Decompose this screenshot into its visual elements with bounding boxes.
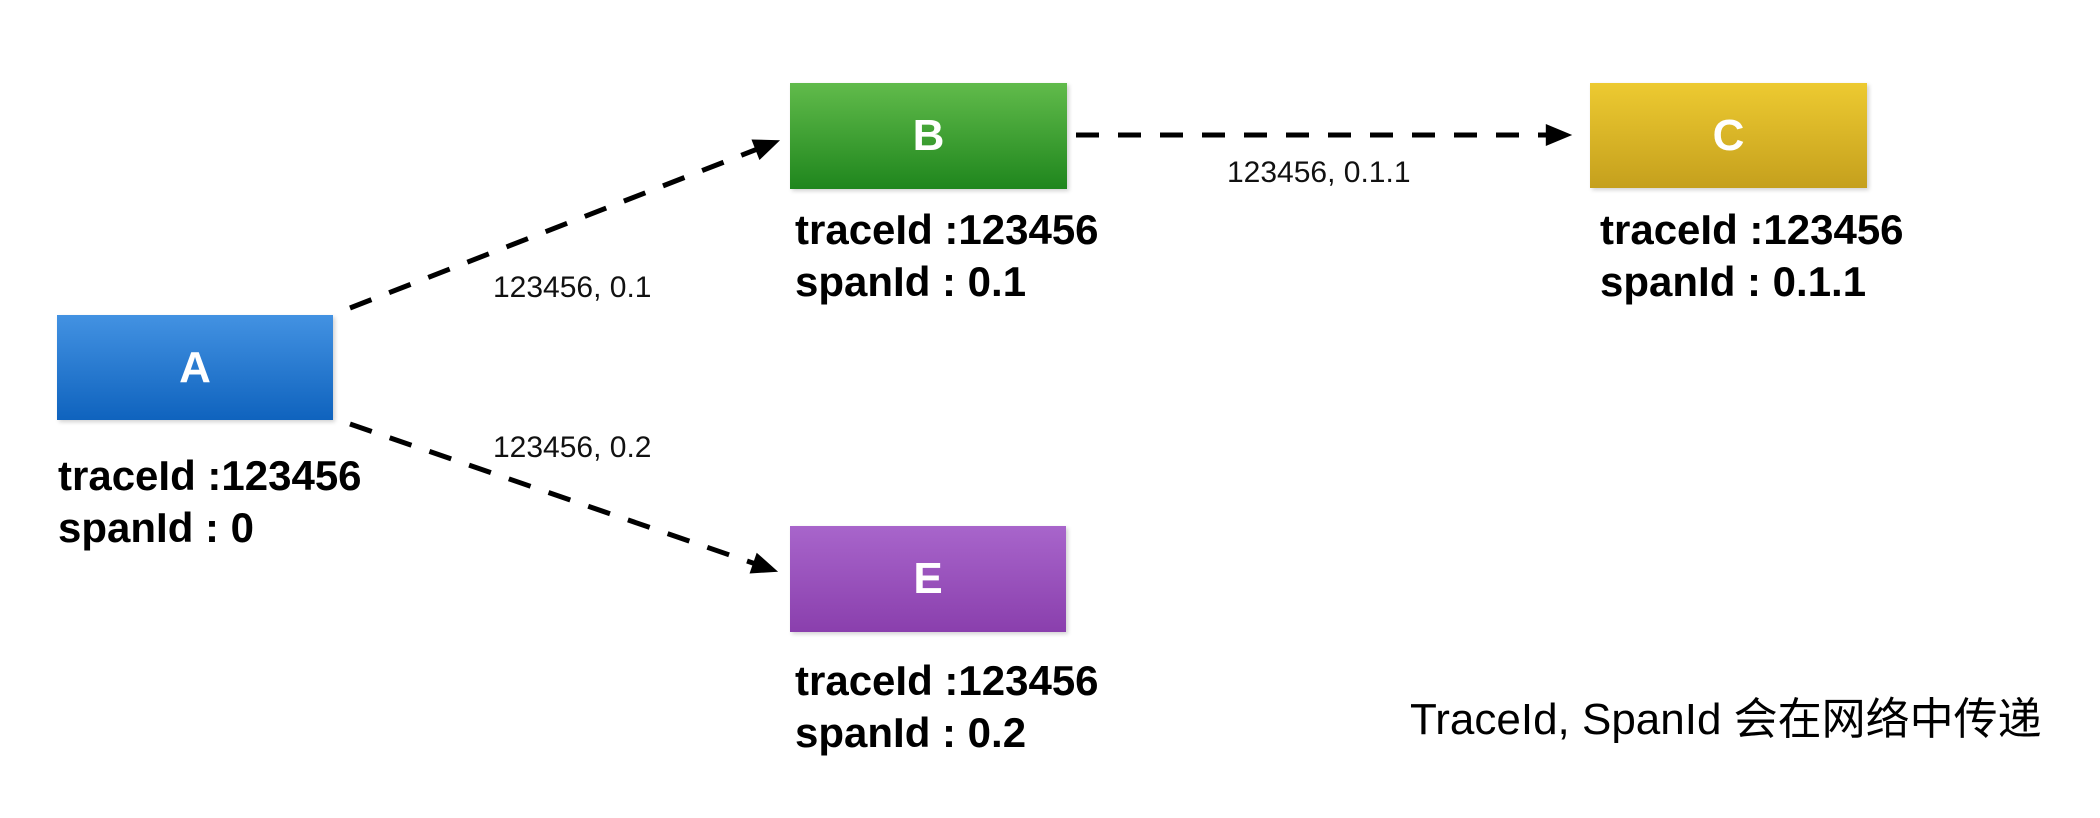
edge-label-a-to-e: 123456, 0.2 bbox=[493, 431, 652, 464]
node-c-box: C bbox=[1590, 83, 1867, 188]
node-c-label: C bbox=[1712, 110, 1745, 160]
node-c-spanid: spanId : 0.1.1 bbox=[1600, 258, 1867, 305]
node-b-spanid: spanId : 0.1 bbox=[795, 258, 1027, 305]
edge-label-b-to-c: 123456, 0.1.1 bbox=[1227, 156, 1411, 189]
node-b-box: B bbox=[790, 83, 1067, 189]
node-c-traceid: traceId :123456 bbox=[1600, 206, 1904, 253]
edge-label-a-to-b: 123456, 0.1 bbox=[493, 271, 652, 304]
node-e-traceid: traceId :123456 bbox=[795, 657, 1099, 704]
node-a-box: A bbox=[57, 315, 333, 420]
node-a-traceid: traceId :123456 bbox=[58, 452, 362, 499]
node-a-meta: traceId :123456 spanId : 0 bbox=[58, 450, 362, 554]
node-b-label: B bbox=[912, 111, 945, 160]
node-e-spanid: spanId : 0.2 bbox=[795, 709, 1027, 756]
node-e-meta: traceId :123456 spanId : 0.2 bbox=[795, 655, 1099, 759]
node-e-label: E bbox=[913, 554, 943, 603]
node-a-label: A bbox=[179, 342, 211, 392]
caption-text: TraceId, SpanId 会在网络中传递 bbox=[1410, 695, 2042, 744]
node-b-traceid: traceId :123456 bbox=[795, 206, 1099, 253]
node-b-meta: traceId :123456 spanId : 0.1 bbox=[795, 204, 1099, 308]
node-e-box: E bbox=[790, 526, 1066, 632]
node-c-meta: traceId :123456 spanId : 0.1.1 bbox=[1600, 204, 1904, 308]
node-a-spanid: spanId : 0 bbox=[58, 504, 255, 551]
